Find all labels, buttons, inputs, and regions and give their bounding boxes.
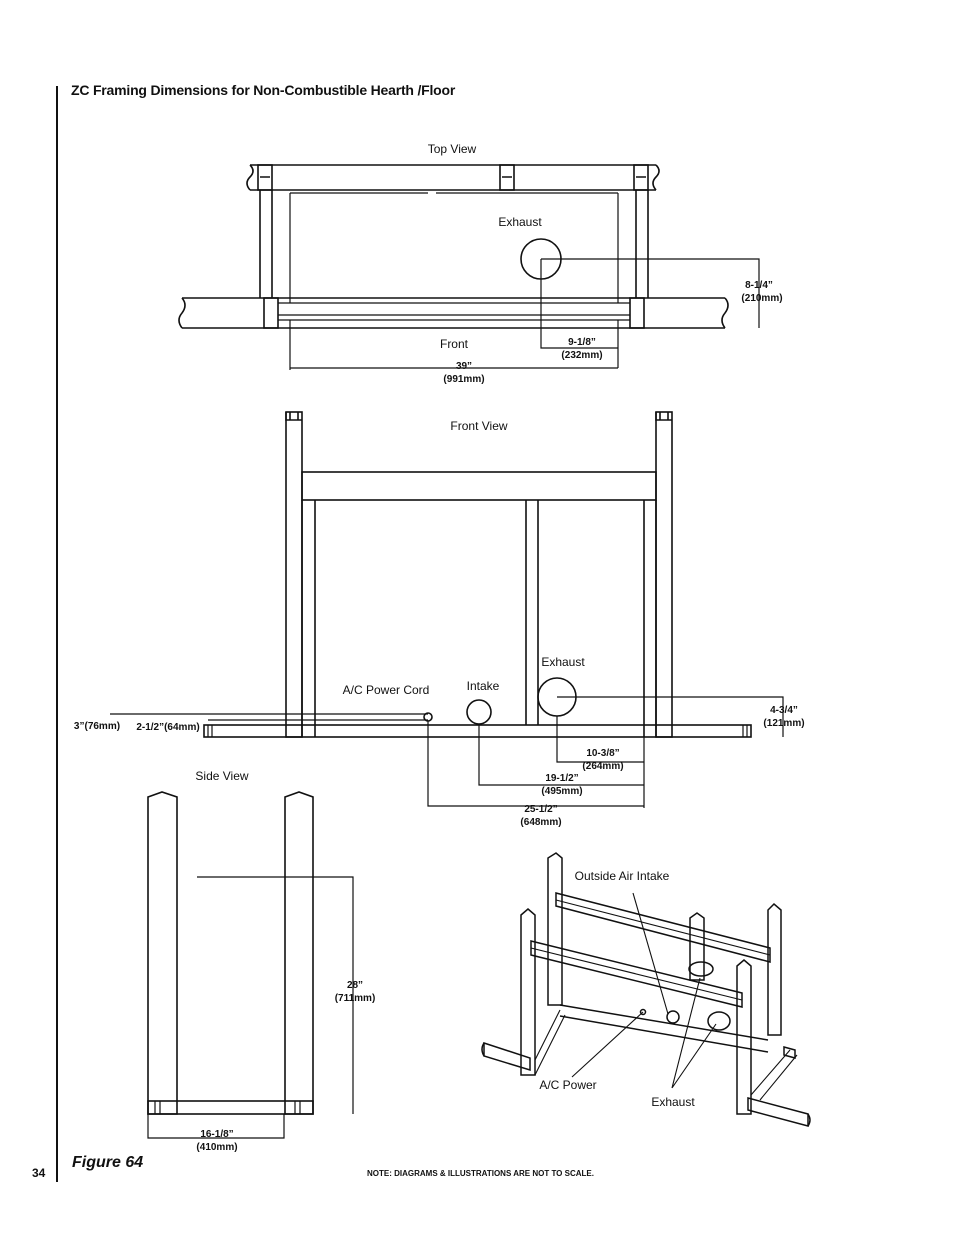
dim-9-1-8-in: 9-1/8”: [568, 337, 596, 348]
top-front-label: Front: [440, 337, 469, 351]
outside-air-intake-label: Outside Air Intake: [575, 869, 670, 883]
dim-25-1-2-mm: (648mm): [520, 817, 561, 828]
side-view-diagram: [147, 791, 354, 1139]
side-view-title: Side View: [195, 769, 248, 783]
figure-label: Figure 64: [72, 1154, 144, 1171]
dim-39-in: 39”: [456, 361, 472, 372]
dim-10-3-8-in: 10-3/8”: [586, 748, 619, 759]
dim-25-1-2-in: 25-1/2”: [524, 804, 557, 815]
ac-power-cord-label: A/C Power Cord: [343, 683, 430, 697]
dim-4-3-4-in: 4-3/4”: [770, 705, 798, 716]
dim-3-in: 3”(76mm): [74, 721, 120, 732]
dim-19-1-2-in: 19-1/2”: [545, 773, 578, 784]
dim-8-1-4-mm: (210mm): [741, 293, 782, 304]
dim-9-1-8-mm: (232mm): [561, 350, 602, 361]
front-view-diagram: [110, 411, 784, 808]
dim-28-in: 28”: [347, 980, 363, 991]
iso-exhaust-label: Exhaust: [651, 1095, 695, 1109]
margin-rule: [56, 86, 58, 1182]
page-number: 34: [32, 1166, 46, 1180]
dim-4-3-4-mm: (121mm): [763, 718, 804, 729]
front-exhaust-label: Exhaust: [541, 655, 585, 669]
iso-view-diagram: [481, 852, 811, 1127]
top-view-title: Top View: [428, 142, 477, 156]
dim-19-1-2-mm: (495mm): [541, 786, 582, 797]
page-title: ZC Framing Dimensions for Non-Combustibl…: [71, 82, 456, 98]
top-view-diagram: [178, 164, 760, 370]
dim-8-1-4-in: 8-1/4”: [745, 280, 773, 291]
front-intake-label: Intake: [467, 679, 500, 693]
front-intake-circle: [466, 699, 492, 725]
dim-2-1-2: 2-1/2”(64mm): [136, 722, 199, 733]
dim-28-mm: (711mm): [335, 993, 376, 1004]
dim-10-3-8-mm: (264mm): [582, 761, 623, 772]
front-view-title: Front View: [450, 419, 507, 433]
dim-16-1-8-in: 16-1/8”: [200, 1129, 233, 1140]
top-exhaust-label: Exhaust: [498, 215, 542, 229]
dim-16-1-8-mm: (410mm): [196, 1142, 237, 1153]
scale-note: NOTE: DIAGRAMS & ILLUSTRATIONS ARE NOT T…: [367, 1169, 594, 1178]
iso-ac-power-label: A/C Power: [539, 1078, 596, 1092]
dim-39-mm: (991mm): [443, 374, 484, 385]
